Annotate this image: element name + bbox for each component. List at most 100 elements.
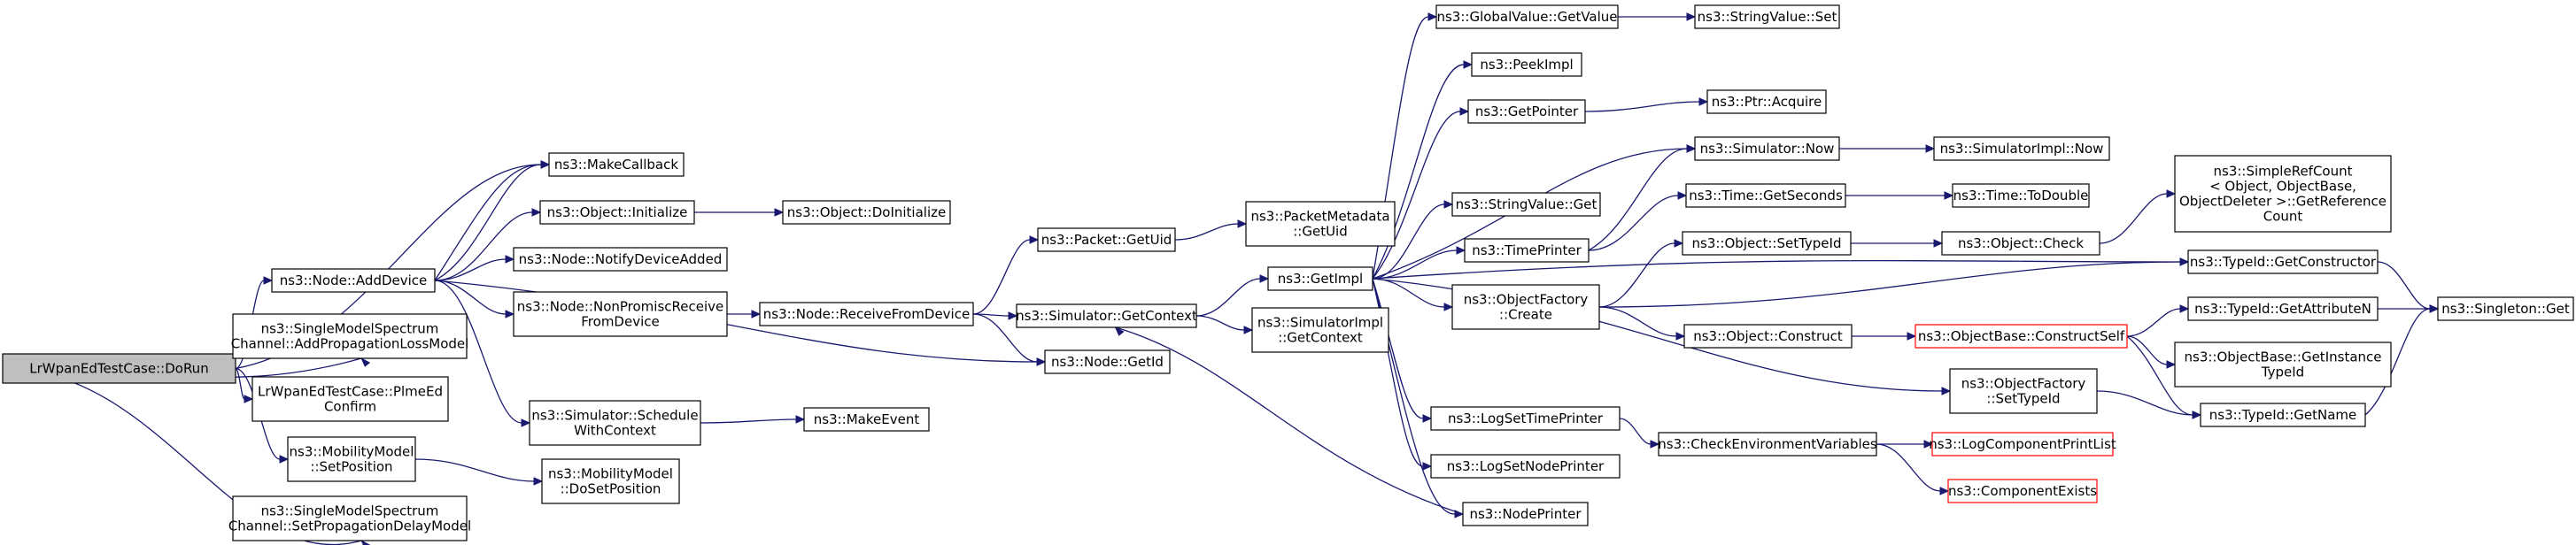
node-simimplnow[interactable]: ns3::SimulatorImpl::Now (1933, 136, 2110, 161)
node-label-objfactcreate-0: ns3::ObjectFactory (1464, 292, 1589, 308)
edge-timeprinter-to-timegetsec (1588, 195, 1679, 251)
node-ptracquire[interactable]: ns3::Ptr::Acquire (1706, 89, 1827, 114)
node-label-setpropdelay-0: ns3::SingleModelSpectrum (261, 503, 439, 519)
node-box-objinit (539, 200, 695, 225)
arrowhead-dorun-to-addproploss (360, 357, 371, 367)
node-tgetattr[interactable]: ns3::TypeId::GetAttributeN (2187, 296, 2379, 321)
node-box-recvdev (759, 302, 974, 326)
node-label-getid-0: ns3::Node::GetId (1051, 354, 1164, 370)
node-objconstruct[interactable]: ns3::Object::Construct (1683, 324, 1853, 349)
node-tgetname[interactable]: ns3::TypeId::GetName (2200, 403, 2366, 427)
node-timeprinter[interactable]: ns3::TimePrinter (1464, 238, 1590, 263)
edge-ofsettypeid-to-tgetname (2096, 390, 2193, 416)
node-singleton[interactable]: ns3::Singleton::Get (2437, 296, 2574, 321)
node-getid[interactable]: ns3::Node::GetId (1044, 349, 1171, 374)
node-nodeprinter[interactable]: ns3::NodePrinter (1462, 502, 1589, 526)
node-dosetpos[interactable]: ns3::MobilityModel::DoSetPosition (541, 458, 680, 504)
node-gvgetvalue[interactable]: ns3::GlobalValue::GetValue (1435, 4, 1619, 29)
arrowhead-objconstruct-to-obconstructself (1907, 332, 1917, 341)
node-ofsettypeid[interactable]: ns3::ObjectFactory::SetTypeId (1949, 368, 2098, 414)
node-obconstructself[interactable]: ns3::ObjectBase::ConstructSelf (1915, 324, 2128, 349)
node-notifyadded[interactable]: ns3::Node::NotifyDeviceAdded (513, 247, 728, 272)
arrowhead-getctx-to-implgetctx (1243, 326, 1254, 334)
node-checkenv[interactable]: ns3::CheckEnvironmentVariables (1658, 432, 1877, 457)
node-pmgetuid[interactable]: ns3::PacketMetadata::GetUid (1245, 201, 1396, 247)
arrowhead-adddevice-to-objinit (531, 208, 542, 217)
arrowhead-getimpl-to-logsettime (1422, 414, 1433, 423)
node-label-dosetpos-0: ns3::MobilityModel (548, 466, 673, 482)
node-svset[interactable]: ns3::StringValue::Set (1694, 4, 1840, 29)
node-getimpl[interactable]: ns3::GetImpl (1267, 266, 1373, 291)
node-getpointer[interactable]: ns3::GetPointer (1467, 99, 1586, 124)
node-label-logcompprint-0: ns3::LogComponentPrintList (1929, 436, 2116, 452)
node-dorun[interactable]: LrWpanEdTestCase::DoRun (2, 353, 236, 384)
node-label-makeevent-0: ns3::MakeEvent (814, 411, 920, 427)
node-objcheck[interactable]: ns3::Object::Check (1941, 231, 2100, 256)
node-svget[interactable]: ns3::StringValue::Get (1451, 192, 1601, 217)
node-box-addproploss (232, 313, 468, 359)
node-box-checkenv (1658, 432, 1877, 457)
node-setpropdelay[interactable]: ns3::SingleModelSpectrumChannel::SetProp… (228, 495, 471, 541)
node-todouble[interactable]: ns3::Time::ToDouble (1952, 183, 2090, 208)
arrowhead-dorun-to-setpropdelay (360, 539, 371, 545)
node-adddevice[interactable]: ns3::Node::AddDevice (271, 268, 436, 293)
node-refcount[interactable]: ns3::SimpleRefCount< Object, ObjectBase,… (2174, 155, 2392, 233)
arrowhead-getimpl-to-getpointer (1459, 107, 1470, 116)
node-objsettypeid[interactable]: ns3::Object::SetTypeId (1682, 231, 1852, 256)
node-getuid[interactable]: ns3::Packet::GetUid (1037, 227, 1176, 252)
node-makeevent[interactable]: ns3::MakeEvent (803, 407, 930, 432)
node-simnow[interactable]: ns3::Simulator::Now (1694, 136, 1840, 161)
node-box-timeprinter (1464, 238, 1590, 263)
node-getctx[interactable]: ns3::Simulator::GetContext (1016, 303, 1197, 328)
node-label-dosetpos-1: ::DoSetPosition (561, 481, 661, 497)
node-label-getuid-0: ns3::Packet::GetUid (1041, 232, 1172, 248)
node-label-plmeed-0: LrWpanEdTestCase::PlmeEd (258, 384, 443, 400)
arrowhead-objfactcreate-to-objconstruct (1675, 332, 1686, 341)
arrowhead-getctx-to-getimpl (1259, 274, 1270, 283)
arrowhead-dorun-to-adddevice (263, 276, 274, 285)
node-timegetsec[interactable]: ns3::Time::GetSeconds (1685, 183, 1846, 208)
node-doinit[interactable]: ns3::Object::DoInitialize (782, 200, 951, 225)
node-label-addproploss-1: Channel::AddPropagationLossModel (231, 336, 469, 352)
node-tgetctor[interactable]: ns3::TypeId::GetConstructor (2187, 249, 2379, 274)
arrowhead-getimpl-to-ofsettypeid (1941, 387, 1952, 395)
node-addproploss[interactable]: ns3::SingleModelSpectrumChannel::AddProp… (231, 313, 469, 359)
node-compexists[interactable]: ns3::ComponentExists (1947, 479, 2098, 503)
node-box-doinit (782, 200, 951, 225)
node-label-addproploss-0: ns3::SingleModelSpectrum (261, 321, 439, 337)
node-logsetnode[interactable]: ns3::LogSetNodePrinter (1430, 454, 1621, 479)
node-label-implgetctx-1: ::GetContext (1278, 330, 1363, 346)
node-label-logsetnode-0: ns3::LogSetNodePrinter (1447, 458, 1605, 474)
node-box-notifyadded (513, 247, 728, 272)
node-box-simnow (1694, 136, 1840, 161)
node-box-obconstructself (1915, 324, 2128, 349)
node-objinit[interactable]: ns3::Object::Initialize (539, 200, 695, 225)
edge-obconstructself-to-tgetattr (2126, 308, 2181, 337)
arrowhead-checkenv-to-logcompprint (1923, 440, 1934, 449)
node-implgetctx[interactable]: ns3::SimulatorImpl::GetContext (1251, 307, 1389, 353)
arrowhead-objcheck-to-refcount (2166, 189, 2177, 198)
arrowhead-ofsettypeid-to-tgetname (2192, 411, 2202, 419)
node-objfactcreate[interactable]: ns3::ObjectFactory::Create (1451, 284, 1600, 330)
node-label-ofsettypeid-1: ::SetTypeId (1986, 391, 2060, 407)
arrowhead-getimpl-to-svget (1443, 200, 1454, 209)
node-recvdev[interactable]: ns3::Node::ReceiveFromDevice (759, 302, 974, 326)
node-logcompprint[interactable]: ns3::LogComponentPrintList (1929, 432, 2116, 457)
node-logsettime[interactable]: ns3::LogSetTimePrinter (1430, 406, 1621, 431)
node-box-objconstruct (1683, 324, 1853, 349)
arrowhead-schedwc-to-makeevent (795, 415, 806, 424)
edge-nodeprinter-to-getctx (1115, 326, 1464, 515)
arrowhead-checkenv-to-compexists (1939, 487, 1950, 495)
node-label-simnow-0: ns3::Simulator::Now (1700, 141, 1835, 157)
node-peekimpl[interactable]: ns3::PeekImpl (1471, 52, 1582, 77)
edge-getctx-to-implgetctx (1195, 315, 1245, 331)
node-label-svset-0: ns3::StringValue::Set (1698, 9, 1837, 25)
node-box-ptracquire (1706, 89, 1827, 114)
node-makecallback[interactable]: ns3::MakeCallback (548, 152, 685, 177)
arrowhead-logsettime-to-checkenv (1650, 440, 1660, 449)
node-setposition[interactable]: ns3::MobilityModel::SetPosition (287, 436, 416, 482)
